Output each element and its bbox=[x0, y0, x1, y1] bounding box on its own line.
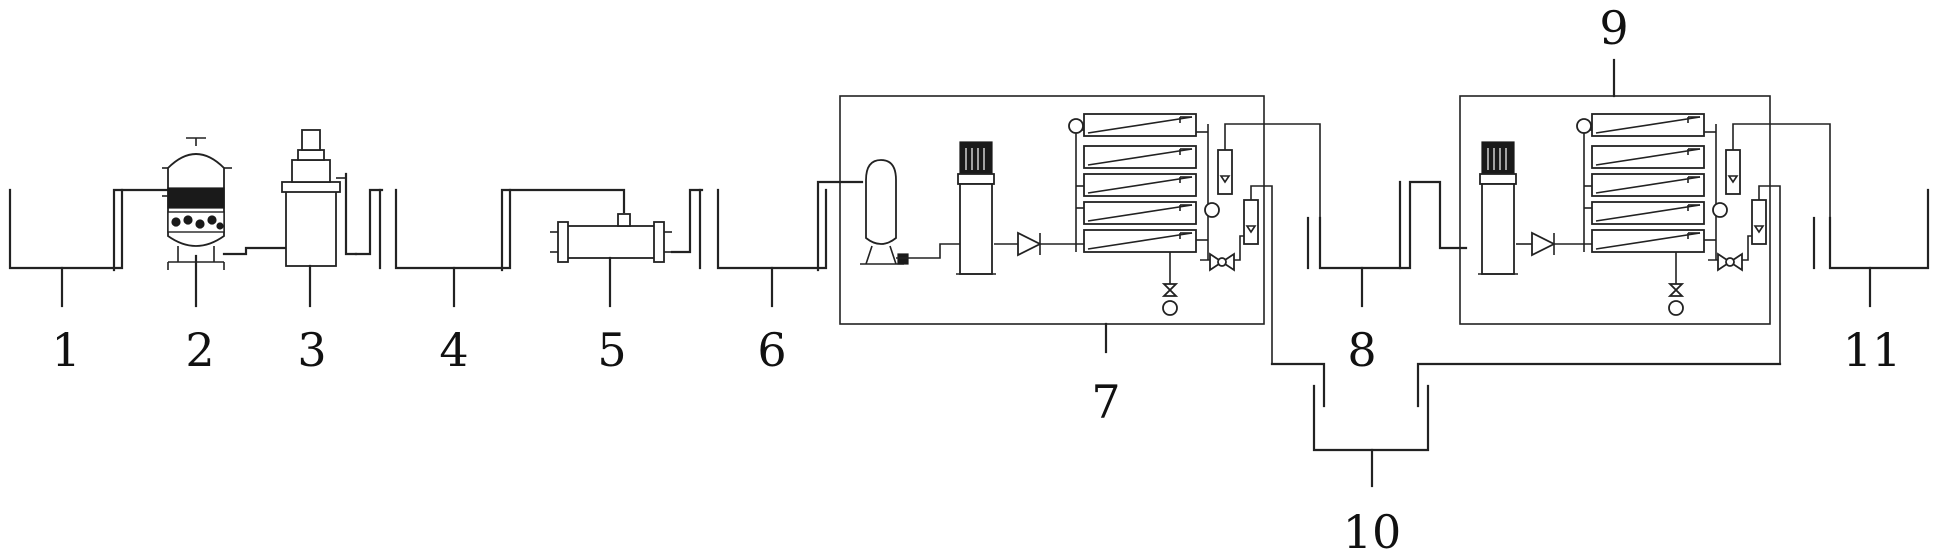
label-11: 11 bbox=[1843, 323, 1902, 377]
pressure-gauge-mid-9 bbox=[1712, 202, 1728, 218]
rotameter-permeate-7 bbox=[1217, 149, 1233, 195]
label-10: 10 bbox=[1343, 505, 1402, 556]
label-8: 8 bbox=[1347, 323, 1376, 377]
check-valve-9 bbox=[1531, 232, 1555, 256]
hp-pump-9 bbox=[1477, 141, 1519, 275]
concentrate-tank-10 bbox=[1270, 362, 1782, 488]
ro-unit-7 bbox=[839, 95, 1321, 364]
label-1: 1 bbox=[51, 323, 80, 377]
drain-gauge-7 bbox=[1162, 300, 1178, 316]
product-tank-11 bbox=[1812, 188, 1930, 308]
raw-water-tank bbox=[8, 188, 170, 308]
pressure-gauge-top-7 bbox=[1068, 118, 1084, 134]
rotameter-concentrate-7 bbox=[1243, 199, 1259, 245]
rotameter-concentrate-9 bbox=[1751, 199, 1767, 245]
media-filter bbox=[162, 137, 288, 308]
label-9: 9 bbox=[1599, 1, 1628, 55]
pressure-tank-7 bbox=[860, 159, 960, 265]
pressure-gauge-top-9 bbox=[1576, 118, 1592, 134]
label-4: 4 bbox=[439, 323, 468, 377]
intermediate-tank-8 bbox=[1306, 180, 1468, 308]
pressure-gauge-mid-7 bbox=[1204, 202, 1220, 218]
gate-valve-9 bbox=[1717, 253, 1743, 271]
gate-valve-7 bbox=[1209, 253, 1235, 271]
intermediate-tank-4 bbox=[378, 188, 626, 308]
dosing-unit bbox=[281, 129, 358, 308]
label-3: 3 bbox=[297, 323, 326, 377]
check-valve-7 bbox=[1017, 232, 1041, 256]
membrane-array-9 bbox=[1583, 113, 1705, 253]
hp-pump-7 bbox=[955, 141, 997, 275]
label-7: 7 bbox=[1091, 375, 1120, 429]
intermediate-tank-6 bbox=[698, 180, 864, 308]
label-5: 5 bbox=[597, 323, 626, 377]
heat-exchanger bbox=[550, 188, 704, 308]
membrane-array-7 bbox=[1075, 113, 1197, 253]
rotameter-permeate-9 bbox=[1725, 149, 1741, 195]
label-2: 2 bbox=[185, 323, 214, 377]
label-6: 6 bbox=[757, 323, 786, 377]
ro-unit-9 bbox=[1459, 58, 1831, 364]
pipe-3-to-4 bbox=[354, 188, 384, 256]
drain-gauge-9 bbox=[1668, 300, 1684, 316]
